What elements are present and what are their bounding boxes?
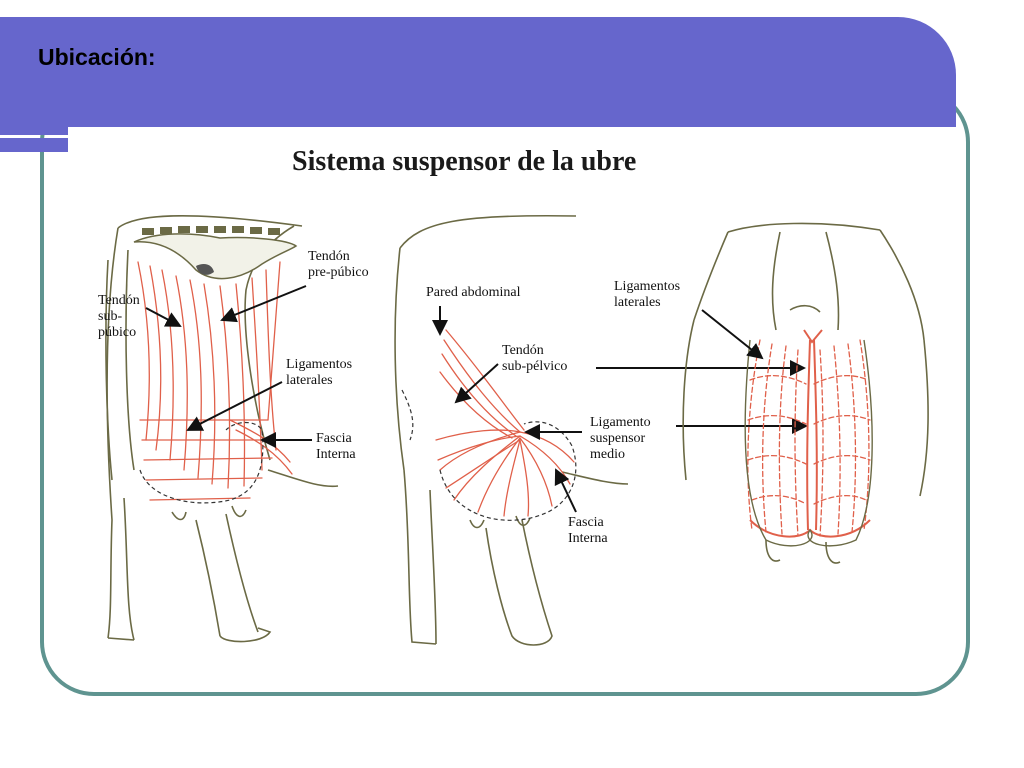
label-fascia-interna: Fascia: [316, 431, 353, 446]
label-fascia-interna-2: Fascia: [568, 515, 605, 530]
ligament-fibers-3: [747, 339, 871, 537]
pelvic-bone-1: [133, 226, 298, 280]
callout-arrows-1: [145, 285, 312, 448]
label-ligamentos-laterales-3: Ligamentos: [614, 279, 680, 294]
median-ligament-3: [749, 329, 871, 538]
label-tendon-subpelvico-line2: sub-pélvico: [502, 359, 567, 374]
callout-arrows-3: [701, 309, 764, 360]
accent-bar: [0, 138, 68, 152]
callout-arrows-2: [432, 306, 808, 513]
accent-bar: [0, 127, 68, 135]
label-tendon-subpelvico: Tendón: [502, 343, 544, 358]
label-pared-abdominal: Pared abdominal: [426, 285, 521, 300]
udder-outline-2: [439, 421, 577, 521]
panel-medial-view: Pared abdominal Tendón sub-pélvico Ligam…: [394, 214, 808, 646]
udder-outline-3: [744, 339, 873, 547]
label-fascia-interna-line2: Interna: [316, 447, 356, 462]
label-ligamentos-laterales-line2: laterales: [286, 373, 333, 388]
abdominal-wall-outline: [401, 389, 414, 441]
label-ligamento-suspensor-medio: Ligamento: [590, 415, 651, 430]
header-band: [0, 17, 956, 127]
cow-outline-1: [105, 214, 339, 643]
label-tendon-subpubico-line3: púbico: [98, 325, 136, 340]
label-tendon-prepubico-line2: pre-púbico: [308, 265, 369, 280]
cow-outline-2: [394, 214, 629, 646]
slide-title: Ubicación:: [38, 44, 156, 70]
label-ligamentos-laterales: Ligamentos: [286, 357, 352, 372]
figure-title: Sistema suspensor de la ubre: [292, 146, 636, 177]
panel-rear-view: Ligamentos laterales: [614, 222, 929, 564]
ligament-fibers-2: [435, 329, 575, 517]
label-tendon-subpubico-line2: sub-: [98, 309, 122, 324]
udder-outline-1: [139, 421, 264, 504]
ligament-fibers-1: [137, 261, 293, 501]
label-tendon-prepubico: Tendón: [308, 249, 350, 264]
label-ligamento-suspensor-medio-line3: medio: [590, 447, 625, 462]
label-ligamento-suspensor-medio-line2: suspensor: [590, 431, 646, 446]
cow-outline-3: [682, 222, 929, 564]
label-ligamentos-laterales-3-line2: laterales: [614, 295, 661, 310]
label-fascia-interna-2-line2: Interna: [568, 531, 608, 546]
label-tendon-subpubico: Tendón: [98, 293, 140, 308]
panel-lateral-view: Tendón pre-púbico Tendón sub- púbico Lig…: [98, 214, 369, 643]
